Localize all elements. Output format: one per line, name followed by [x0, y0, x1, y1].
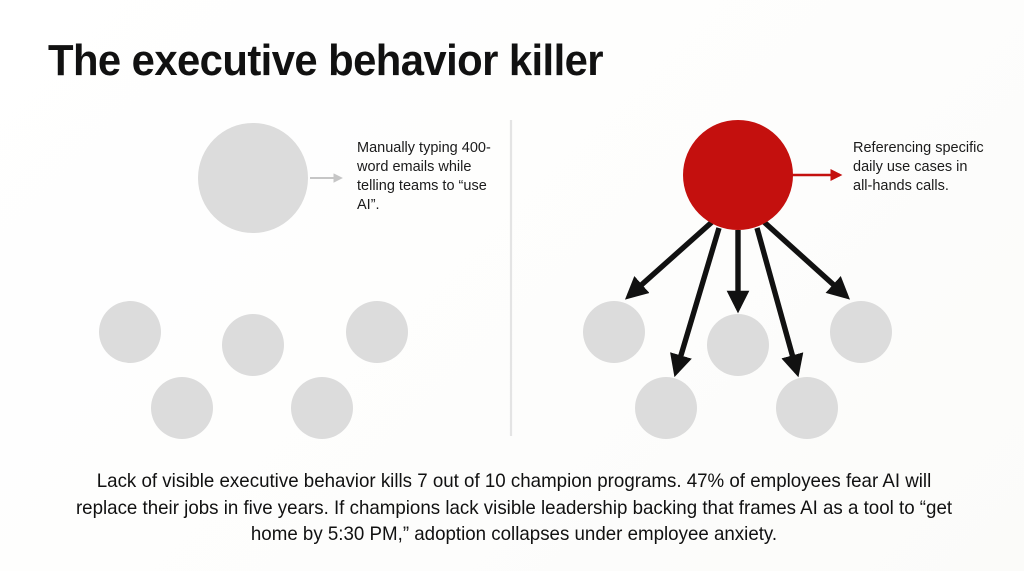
right-node-circle [583, 301, 645, 363]
connection-arrow [762, 219, 851, 300]
right-node-circle [707, 314, 769, 376]
left-annotation-text: Manually typing 400-word emails while te… [357, 140, 491, 213]
left-node-circle [346, 301, 408, 363]
left-node-circle [222, 314, 284, 376]
right-node-circle [830, 301, 892, 363]
right-hub-circle [683, 120, 793, 230]
connection-arrow [624, 219, 714, 300]
right-panel-group [583, 120, 892, 439]
two-panel-network-diagram [99, 120, 892, 439]
left-node-circle [151, 377, 213, 439]
left-panel-group [99, 123, 408, 439]
left-node-circle [99, 301, 161, 363]
right-node-circle [776, 377, 838, 439]
page-title: The executive behavior killer [48, 36, 604, 85]
connection-arrow [670, 227, 722, 378]
slide-caption: Lack of visible executive behavior kills… [75, 470, 953, 545]
left-node-circle [291, 377, 353, 439]
right-annotation-text: Referencing specific daily use cases in … [853, 140, 984, 194]
right-node-circle [635, 377, 697, 439]
connection-arrow [754, 227, 804, 378]
right-connection-arrows [624, 219, 851, 378]
left-hub-circle [198, 123, 308, 233]
